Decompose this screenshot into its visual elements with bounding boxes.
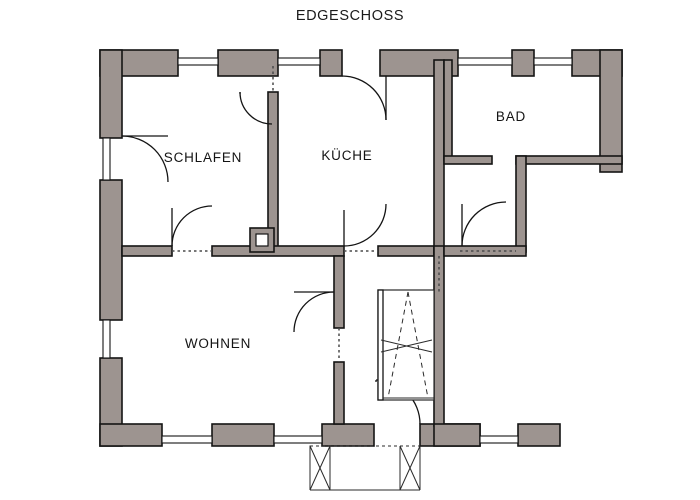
wall-top-seg-5 <box>511 49 535 77</box>
window-bottom-3 <box>479 435 519 444</box>
wall-bottom-seg-2 <box>211 423 275 447</box>
wall-bottom-right-return <box>433 423 481 447</box>
door-bad-arc <box>461 201 507 247</box>
walls-group <box>99 49 623 447</box>
window-top-1 <box>177 57 219 66</box>
window-top-4 <box>533 57 573 66</box>
wall-interior-bad-bottom-b <box>515 155 623 165</box>
stair-break-line <box>380 339 433 353</box>
wall-interior-wohnen-right-upper <box>333 255 345 329</box>
entry-step-cross-r2 <box>399 445 421 491</box>
wall-left-mid <box>99 179 123 321</box>
staircase <box>377 289 435 401</box>
window-left-1 <box>102 137 111 181</box>
room-label-wohnen: WOHNEN <box>185 336 251 351</box>
window-bottom-1 <box>161 435 213 444</box>
window-bottom-2 <box>273 435 323 444</box>
room-label-bad: BAD <box>496 109 526 124</box>
wall-interior-wohnen-right-lower <box>333 361 345 425</box>
stair-stringer <box>377 289 384 401</box>
entry-steps <box>309 445 421 491</box>
wall-interior-bad-bottom-a <box>443 155 493 165</box>
entry-step-cross-l2 <box>309 445 331 491</box>
wall-bottom-seg-3 <box>321 423 375 447</box>
wall-interior-upper-lower-mid <box>211 245 345 257</box>
door-kueche-top-arc <box>341 75 387 121</box>
door-wohnen-hall-arc <box>293 291 335 333</box>
wall-interior-upper-lower-right <box>377 245 435 257</box>
door-thresholds-group <box>172 66 516 362</box>
wall-top-seg-2 <box>217 49 279 77</box>
wall-interior-kueche-hall <box>433 59 445 257</box>
doors-group <box>121 75 507 425</box>
wall-right-bad <box>599 49 623 173</box>
door-wohnen-schlafen-arc <box>171 205 213 247</box>
window-left-2 <box>102 319 111 359</box>
wall-interior-bad-right-stub <box>515 155 527 253</box>
wall-left-upper <box>99 49 123 139</box>
door-schlafen-top-arc <box>239 91 273 125</box>
stair-break-b <box>380 339 433 353</box>
chimney-flue-inner <box>255 233 269 247</box>
wall-bottom-left-corner <box>99 423 163 447</box>
windows-group <box>102 57 573 444</box>
wall-top-seg-3 <box>319 49 343 77</box>
room-label-schlafen: SCHLAFEN <box>164 150 242 165</box>
door-schlafen-left-arc <box>121 135 169 183</box>
wall-interior-bad-left <box>443 59 453 161</box>
page-title: EDGESCHOSS <box>295 8 405 24</box>
wall-interior-upper-lower-left <box>121 245 173 257</box>
window-top-3 <box>457 57 513 66</box>
door-wohnen-kueche-arc <box>343 203 387 247</box>
window-top-2 <box>277 57 321 66</box>
wall-interior-hall-top <box>443 245 527 257</box>
wall-bottom-seg-5 <box>517 423 561 447</box>
room-label-kueche: KÜCHE <box>321 148 372 163</box>
